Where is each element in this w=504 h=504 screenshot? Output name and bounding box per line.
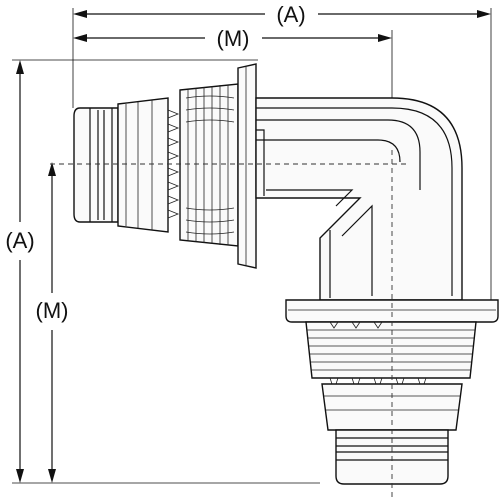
- dimension-top-inner: (M): [73, 26, 392, 51]
- left-outer-label: (A): [5, 228, 34, 253]
- elbow-body: [255, 97, 463, 301]
- left-inner-label: (M): [36, 298, 69, 323]
- center-lines: [50, 150, 408, 498]
- dimension-top-outer: (A): [73, 2, 491, 27]
- top-outer-label: (A): [276, 2, 305, 27]
- left-connector: [73, 63, 257, 269]
- dimension-left-outer: (A): [5, 60, 35, 483]
- dimension-left-inner: (M): [36, 162, 69, 483]
- top-inner-label: (M): [217, 26, 250, 51]
